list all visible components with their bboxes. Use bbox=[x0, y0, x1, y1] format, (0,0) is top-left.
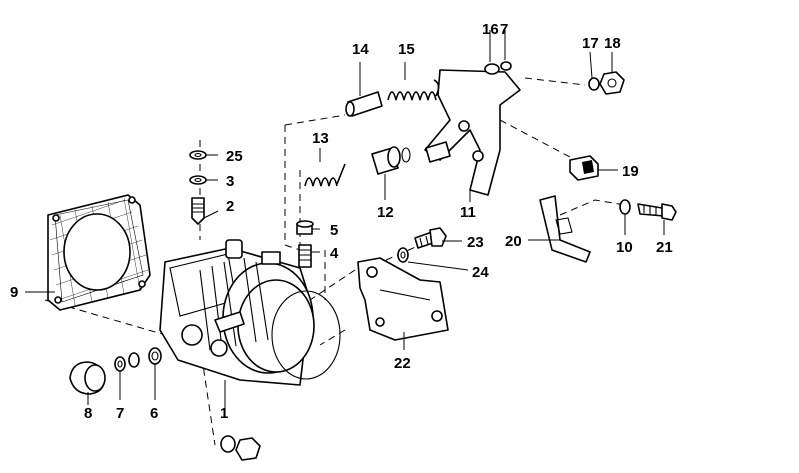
spring-part-13 bbox=[304, 163, 346, 187]
callout-7-top: 7 bbox=[500, 21, 508, 38]
callout-19: 19 bbox=[622, 163, 639, 180]
callout-6: 6 bbox=[150, 405, 158, 422]
nut-part-18 bbox=[599, 71, 625, 95]
stud-part-4 bbox=[298, 244, 312, 268]
callout-4: 4 bbox=[330, 245, 339, 262]
leader-lines bbox=[25, 30, 665, 408]
callout-8: 8 bbox=[84, 405, 92, 422]
washer-part-6 bbox=[128, 347, 162, 368]
nut-part-16 bbox=[484, 63, 500, 75]
callout-25: 25 bbox=[226, 148, 243, 165]
bolt-part-21 bbox=[637, 203, 677, 221]
callout-22: 22 bbox=[394, 355, 411, 372]
bolt-part-23 bbox=[414, 227, 447, 249]
callout-14: 14 bbox=[352, 41, 369, 58]
callout-3: 3 bbox=[226, 173, 234, 190]
callout-23: 23 bbox=[467, 234, 484, 251]
callout-13: 13 bbox=[312, 130, 329, 147]
sleeve-part-14 bbox=[345, 91, 383, 117]
washer-part-25 bbox=[189, 150, 207, 160]
callout-5: 5 bbox=[330, 222, 338, 239]
lever-bracket-part-11 bbox=[424, 69, 521, 196]
throttle-housing-part-1 bbox=[159, 239, 341, 386]
callout-16: 16 bbox=[482, 21, 499, 38]
bushing-part-12 bbox=[371, 146, 411, 175]
callout-10: 10 bbox=[616, 239, 633, 256]
washer-part-24 bbox=[397, 247, 409, 263]
spring-part-15 bbox=[387, 79, 440, 101]
clip-part-19 bbox=[569, 155, 599, 181]
callout-24: 24 bbox=[472, 264, 489, 281]
callout-21: 21 bbox=[656, 239, 673, 256]
nut-part-5 bbox=[296, 220, 314, 235]
washer-part-7-top bbox=[500, 61, 512, 71]
callout-2: 2 bbox=[226, 198, 234, 215]
washer-part-7 bbox=[114, 356, 126, 372]
gasket-part-9 bbox=[47, 194, 151, 311]
callout-7-left: 7 bbox=[116, 405, 124, 422]
callout-labels: 1 2 3 4 5 6 7 7 8 9 10 11 12 13 14 15 16… bbox=[10, 21, 673, 422]
washer-part-17 bbox=[588, 77, 600, 91]
washer-part-3 bbox=[189, 175, 207, 185]
washer-part-10 bbox=[619, 199, 631, 215]
callout-17: 17 bbox=[582, 35, 599, 52]
mounting-bracket-part-22 bbox=[357, 257, 449, 341]
screw-part-2 bbox=[191, 197, 205, 225]
callout-18: 18 bbox=[604, 35, 621, 52]
bracket-part-20 bbox=[539, 195, 591, 263]
callout-15: 15 bbox=[398, 41, 415, 58]
cap-part-8 bbox=[69, 361, 106, 395]
callout-12: 12 bbox=[377, 204, 394, 221]
callout-1: 1 bbox=[220, 405, 228, 422]
callout-9: 9 bbox=[10, 284, 18, 301]
callout-11: 11 bbox=[460, 204, 476, 221]
bottom-washer-nut bbox=[220, 435, 261, 461]
callout-20: 20 bbox=[505, 233, 522, 250]
